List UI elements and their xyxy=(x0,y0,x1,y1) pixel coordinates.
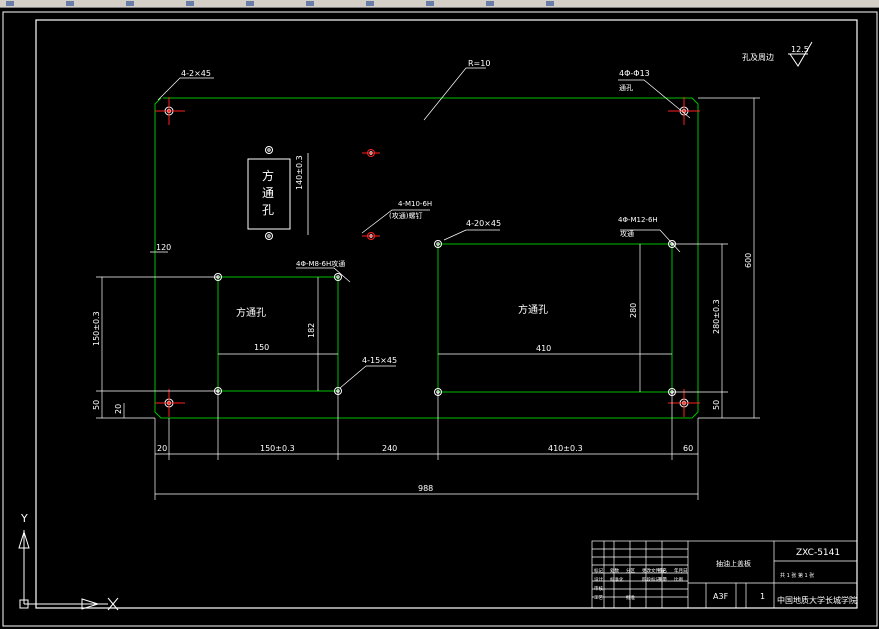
inner-frame xyxy=(35,19,858,609)
title-block-cell: 批准 xyxy=(626,594,635,601)
label-radius: R=10 xyxy=(468,59,490,68)
dim-20-bottom: 20 xyxy=(157,444,167,453)
corner-hole xyxy=(155,389,185,417)
dim-50-left: 50 xyxy=(92,400,101,410)
right-square-hole-label: 方通孔 xyxy=(518,303,548,316)
label-tap-through: 攻通 xyxy=(620,229,634,238)
label-screw-m8: 4Φ-M8-6H攻通 xyxy=(296,259,345,268)
open-icon[interactable] xyxy=(66,1,74,6)
small-hole xyxy=(265,146,273,154)
dim-410-bottom: 410±0.3 xyxy=(548,444,583,453)
small-hole xyxy=(362,149,380,157)
dim-988: 988 xyxy=(418,484,433,493)
dim-140: 140±0.3 xyxy=(295,155,304,190)
roughness-symbol xyxy=(788,41,813,67)
sheet-number: 1 xyxy=(760,592,765,601)
dim-150: 150 xyxy=(254,343,269,352)
dim-240: 240 xyxy=(382,444,397,453)
label-screw-m10: 4-M10-6H xyxy=(398,200,432,208)
title-block-cell: 标准化 xyxy=(610,576,624,583)
small-hole xyxy=(434,240,442,248)
small-hole xyxy=(334,273,342,281)
title-block-cell: 审核 xyxy=(594,585,603,592)
label-through: 通孔 xyxy=(619,83,633,92)
title-block-cell: 标记 xyxy=(594,567,603,574)
square-hole-top xyxy=(247,158,291,230)
undo-icon[interactable] xyxy=(246,1,254,6)
format: A3F xyxy=(713,592,729,601)
small-hole xyxy=(362,232,380,240)
dim-182: 182 xyxy=(307,323,316,338)
internal-dims xyxy=(218,244,672,392)
properties-icon[interactable] xyxy=(486,1,494,6)
ucs-icon xyxy=(18,530,119,611)
small-hole xyxy=(265,232,273,240)
title-block-cell: 工艺 xyxy=(594,595,603,601)
roughness-value: 12.5 xyxy=(791,45,809,54)
plate-outline xyxy=(154,97,699,419)
title-block-cell: 设计 xyxy=(594,576,603,583)
pan-icon[interactable] xyxy=(366,1,374,6)
square-hole-top-label: 孔 xyxy=(262,203,274,217)
title-block-cell: 更改文件号 xyxy=(642,567,665,574)
label-chamfer-corner: 4-2×45 xyxy=(181,69,211,78)
title-block-cell: 重量 xyxy=(658,576,667,583)
dim-280-tol: 280±0.3 xyxy=(712,299,721,334)
print-icon[interactable] xyxy=(186,1,194,6)
label-chamfer-20: 4-20×45 xyxy=(466,219,501,228)
label-screw-m10-2: (攻通)螺钉 xyxy=(389,211,422,220)
right-rect-hole xyxy=(437,243,673,393)
axis-y-label: Y xyxy=(20,512,28,525)
new-icon[interactable] xyxy=(6,1,14,6)
dim-60: 60 xyxy=(683,444,693,453)
dim-50-right: 50 xyxy=(712,400,721,410)
label-screw-m12: 4Φ-M12-6H xyxy=(618,216,658,224)
corner-hole xyxy=(668,97,700,125)
drawing-canvas[interactable]: 孔及周边 12.5 方 通 孔 140±0.3 方通孔 方通孔 150 182 … xyxy=(0,8,879,629)
corner-hole xyxy=(155,97,185,125)
dim-600: 600 xyxy=(744,253,753,268)
sheet-label: 共 1 张 第 1 张 xyxy=(780,572,814,579)
holes xyxy=(155,97,700,417)
outer-frame xyxy=(2,11,878,627)
dim-20-left: 20 xyxy=(114,404,123,414)
title-block xyxy=(591,540,858,609)
dim-150-bottom: 150±0.3 xyxy=(260,444,295,453)
organization: 中国地质大学长城学院 xyxy=(777,595,857,605)
left-square-hole-label: 方通孔 xyxy=(236,306,266,319)
dim-120: 120 xyxy=(156,243,171,252)
left-rect-hole xyxy=(217,276,339,392)
title-block-cell: 分区 xyxy=(626,567,635,574)
square-hole-top-label: 通 xyxy=(262,186,274,200)
part-name: 抽油上盖板 xyxy=(716,559,751,568)
drawing-number: ZXC-5141 xyxy=(796,548,840,558)
square-hole-top-label: 方 xyxy=(262,168,274,183)
toolbar xyxy=(0,0,879,8)
dim-410: 410 xyxy=(536,344,551,353)
dimension-lines xyxy=(96,97,760,500)
corner-hole xyxy=(668,389,700,417)
label-hole-d13: 4Φ-Φ13 xyxy=(619,69,650,78)
title-block-cell: 年月日 xyxy=(674,567,688,574)
title-block-cell: 签名 xyxy=(658,567,667,574)
save-icon[interactable] xyxy=(126,1,134,6)
redo-icon[interactable] xyxy=(306,1,314,6)
label-chamfer-15: 4-15×45 xyxy=(362,356,397,365)
title-block-cell: 处数 xyxy=(610,567,619,574)
title-block-cell: 比例 xyxy=(674,576,683,583)
title-block-cell: 阶段标记 xyxy=(642,576,660,583)
leaders xyxy=(157,67,691,389)
dim-150-left: 150±0.3 xyxy=(92,311,101,346)
dim-280: 280 xyxy=(629,303,638,318)
zoom-icon[interactable] xyxy=(426,1,434,6)
layer-icon[interactable] xyxy=(546,1,554,6)
roughness-note: 孔及周边 xyxy=(742,52,774,62)
